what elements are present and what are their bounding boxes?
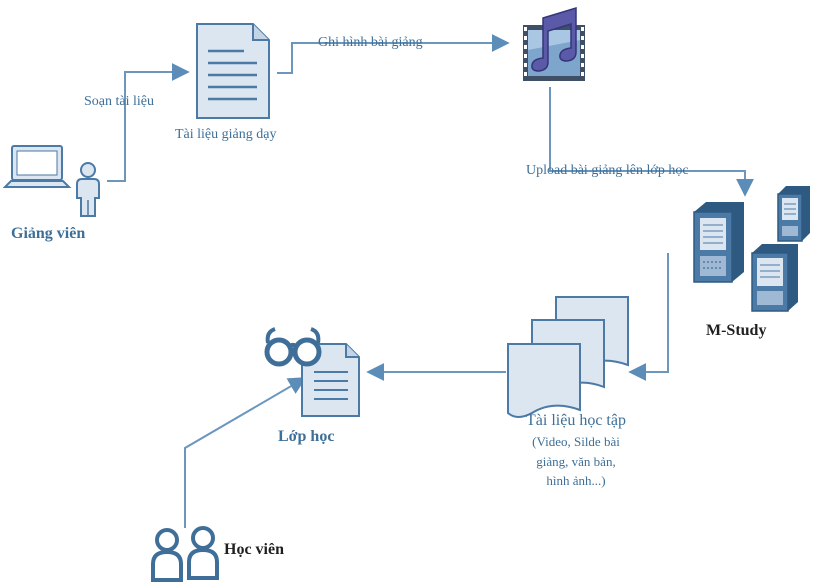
- media-film-music-icon: [523, 6, 585, 81]
- laptop-icon: [2, 145, 72, 188]
- server-icon-medium: [751, 244, 798, 312]
- person-icon: [76, 162, 100, 217]
- students-icon: [151, 526, 219, 582]
- arrow-record: [277, 34, 510, 74]
- arrow-compose: [107, 63, 190, 182]
- learning-materials-detail-2: giảng, văn bản,: [536, 454, 616, 469]
- arrow-server-to-materials: [628, 253, 669, 381]
- learning-materials-detail-3: hình ảnh...): [546, 473, 606, 488]
- server-label: M-Study: [706, 322, 767, 339]
- multiple-documents-icon: [507, 296, 629, 418]
- server-icon-small: [777, 186, 810, 242]
- teacher-label: Giảng viên: [11, 225, 86, 242]
- arrow-students-to-class: [184, 377, 307, 528]
- learning-materials-detail-1: (Video, Silde bài: [532, 434, 620, 449]
- record-edge-label: Ghi hình bài giảng: [318, 35, 423, 50]
- students-label: Học viên: [224, 541, 284, 558]
- compose-edge-label: Soạn tài liệu: [84, 94, 154, 109]
- server-icon-large: [693, 202, 744, 283]
- arrow-upload: [549, 87, 754, 197]
- upload-edge-label: Upload bài giảng lên lớp học: [526, 163, 689, 178]
- learning-materials-label: Tài liệu học tập: [526, 412, 626, 429]
- document-icon: [196, 23, 270, 119]
- glasses-icon: [264, 327, 322, 367]
- teaching-docs-label: Tài liệu giảng dạy: [175, 127, 277, 142]
- classroom-label: Lớp học: [278, 428, 335, 445]
